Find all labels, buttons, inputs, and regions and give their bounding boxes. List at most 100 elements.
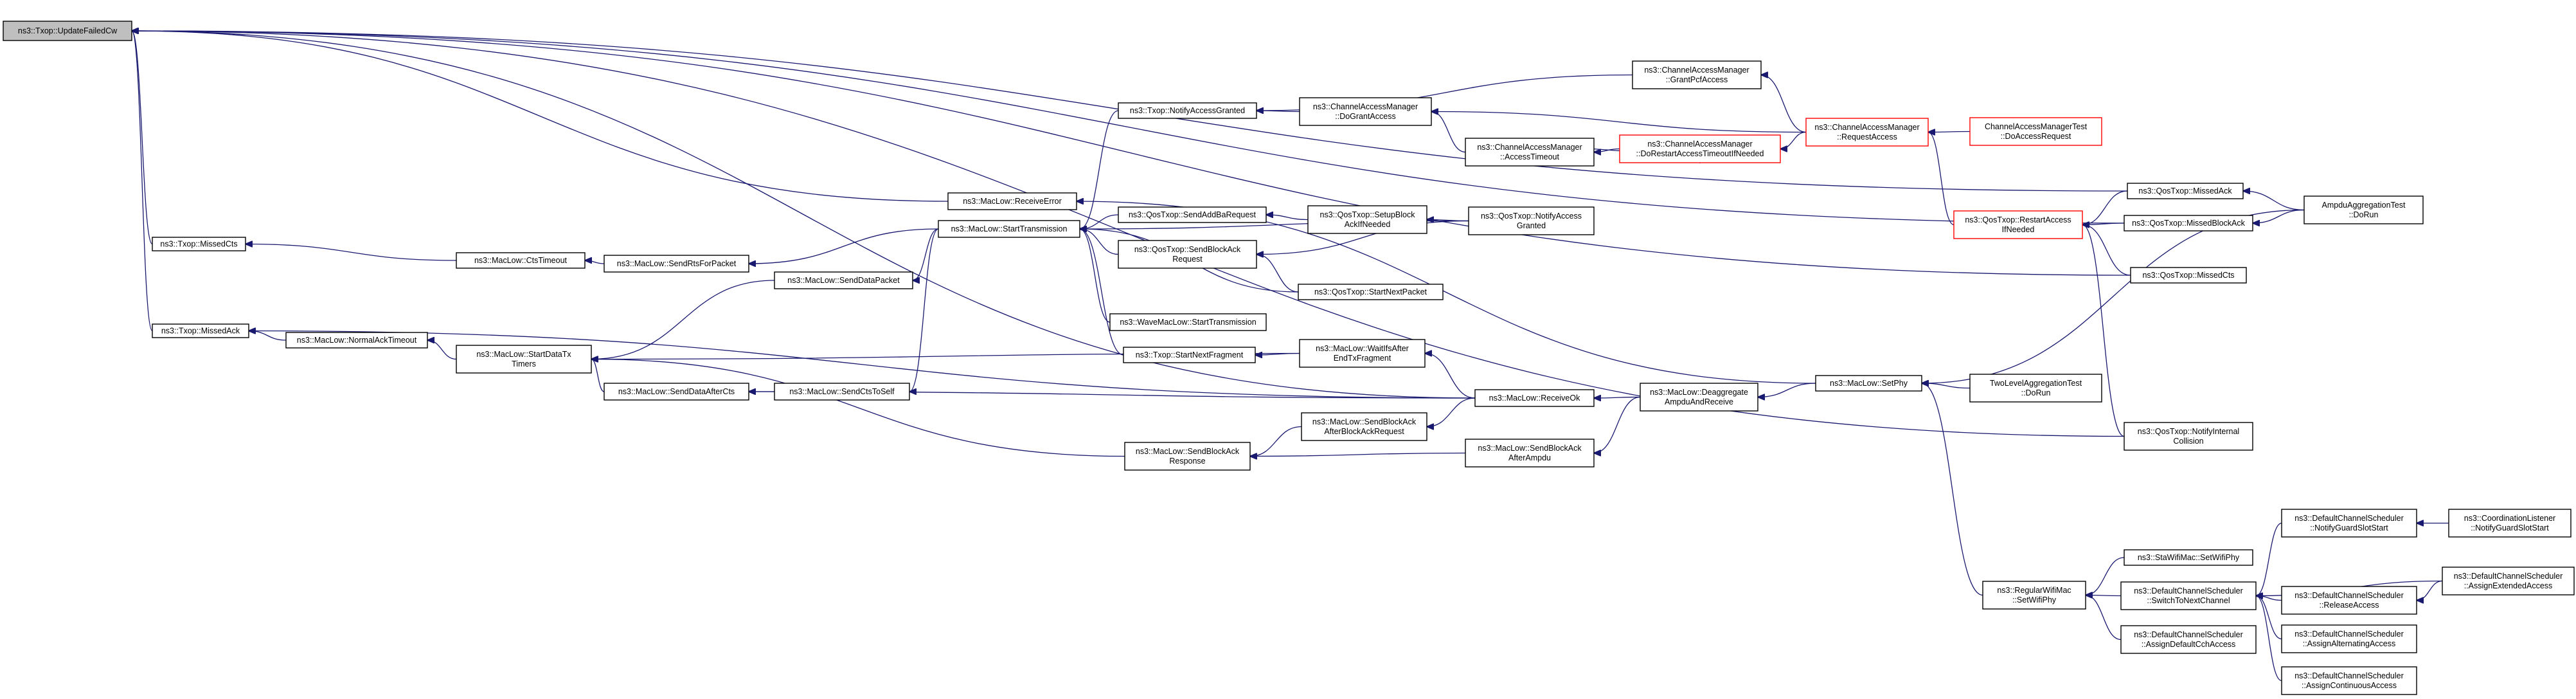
- node-label: Timers: [512, 359, 536, 368]
- node-label: ns3::QosTxop::RestartAccess: [1965, 215, 2071, 224]
- node-dcs-assign-alternating-access[interactable]: ns3::DefaultChannelScheduler::AssignAlte…: [2281, 624, 2417, 653]
- node-dcs-assign-continuous-access[interactable]: ns3::DefaultChannelScheduler::AssignCont…: [2281, 666, 2417, 695]
- node-box: [1619, 134, 1781, 163]
- node-qos-start-next-packet[interactable]: ns3::QosTxop::StartNextPacket: [1298, 284, 1444, 300]
- node-label: AmpduAggregationTest: [2322, 201, 2406, 210]
- node-sta-wifi-mac-set-wifi-phy[interactable]: ns3::StaWifiMac::SetWifiPhy: [2124, 549, 2253, 566]
- node-label: ns3::QosTxop::NotifyInternal: [2138, 427, 2239, 436]
- node-dcs-assign-extended-access[interactable]: ns3::DefaultChannelScheduler::AssignExte…: [2442, 567, 2575, 595]
- node-label: ::AssignAlternatingAccess: [2303, 639, 2396, 648]
- node-receive-ok[interactable]: ns3::MacLow::ReceiveOk: [1474, 389, 1595, 407]
- call-edge: [2417, 580, 2443, 601]
- call-edge: [132, 31, 153, 245]
- node-label: ns3::Txop::MissedCts: [160, 240, 237, 249]
- node-normal-ack-timeout[interactable]: ns3::MacLow::NormalAckTimeout: [285, 332, 428, 349]
- node-box: [1301, 412, 1427, 441]
- node-box: [1299, 97, 1432, 126]
- node-label: ns3::MacLow::SendDataAfterCts: [618, 387, 735, 396]
- node-box: [1118, 240, 1257, 269]
- node-send-block-ack-after-block-ack-request[interactable]: ns3::MacLow::SendBlockAckAfterBlockAckRe…: [1301, 412, 1427, 441]
- call-edge: [1255, 354, 1300, 356]
- node-label: AfterBlockAckRequest: [1324, 427, 1404, 436]
- node-ampdu-aggregation-test[interactable]: AmpduAggregationTest::DoRun: [2303, 195, 2424, 224]
- node-cam-grant-pcf-access[interactable]: ns3::ChannelAccessManager::GrantPcfAcces…: [1632, 60, 1762, 89]
- node-label: ::SwitchToNextChannel: [2147, 596, 2230, 605]
- node-cam-do-restart-access-timeout-if-needed[interactable]: ns3::ChannelAccessManager::DoRestartAcce…: [1619, 134, 1781, 163]
- node-cts-timeout[interactable]: ns3::MacLow::CtsTimeout: [456, 252, 586, 269]
- node-cam-test-do-access-request[interactable]: ChannelAccessManagerTest::DoAccessReques…: [1969, 117, 2102, 146]
- node-send-cts-to-self[interactable]: ns3::MacLow::SendCtsToSelf: [774, 383, 910, 401]
- node-dcs-notify-guard-slot-start[interactable]: ns3::DefaultChannelScheduler::NotifyGuar…: [2281, 509, 2417, 538]
- node-label: ns3::ChannelAccessManager: [1644, 66, 1749, 75]
- call-edge: [909, 228, 939, 392]
- node-label: ::NotifyGuardSlotStart: [2471, 523, 2549, 532]
- node-start-next-fragment[interactable]: ns3::Txop::StartNextFragment: [1123, 347, 1256, 363]
- node-receive-error[interactable]: ns3::MacLow::ReceiveError: [947, 192, 1077, 210]
- node-regular-wifi-mac-set-wifi-phy[interactable]: ns3::RegularWifiMac::SetWifiPhy: [1982, 581, 2086, 610]
- node-send-data-packet[interactable]: ns3::MacLow::SendDataPacket: [774, 271, 913, 289]
- node-cam-request-access[interactable]: ns3::ChannelAccessManager::RequestAccess: [1805, 118, 1929, 147]
- node-label: ns3::ChannelAccessManager: [1313, 102, 1418, 111]
- node-coordination-listener-notify-guard-slot-start[interactable]: ns3::CoordinationListener::NotifyGuardSl…: [2448, 509, 2572, 538]
- call-edge: [1266, 215, 1309, 221]
- node-label: ns3::MacLow::SendDataPacket: [787, 276, 900, 285]
- node-box: [1632, 60, 1762, 89]
- node-qos-missed-block-ack[interactable]: ns3::QosTxop::MissedBlockAck: [2124, 215, 2253, 231]
- node-dcs-switch-to-next-channel[interactable]: ns3::DefaultChannelScheduler::SwitchToNe…: [2120, 581, 2257, 610]
- node-dcs-assign-default-cch-access[interactable]: ns3::DefaultChannelScheduler::AssignDefa…: [2120, 625, 2257, 654]
- node-box: [2281, 666, 2417, 695]
- call-edge: [132, 31, 949, 202]
- node-label: ns3::CoordinationListener: [2464, 514, 2555, 523]
- node-send-rts-for-packet[interactable]: ns3::MacLow::SendRtsForPacket: [604, 255, 749, 273]
- call-edge: [585, 260, 605, 264]
- node-start-transmission[interactable]: ns3::MacLow::StartTransmission: [938, 220, 1080, 238]
- call-edge: [132, 31, 2131, 276]
- node-box: [1805, 118, 1929, 147]
- call-edge: [749, 228, 939, 264]
- node-box: [1640, 383, 1758, 412]
- node-box: [456, 345, 592, 374]
- node-box: [152, 323, 249, 338]
- node-missed-ack[interactable]: ns3::Txop::MissedAck: [152, 323, 249, 338]
- node-box: [1124, 442, 1251, 471]
- node-label: ::DoRun: [2021, 388, 2051, 397]
- node-label: Request: [1172, 255, 1203, 264]
- call-edge: [1594, 148, 1620, 152]
- node-send-add-ba-request[interactable]: ns3::QosTxop::SendAddBaRequest: [1118, 206, 1267, 223]
- node-cam-access-timeout[interactable]: ns3::ChannelAccessManager::AccessTimeout: [1465, 138, 1595, 167]
- node-box: [1468, 206, 1595, 235]
- node-missed-cts[interactable]: ns3::Txop::MissedCts: [152, 237, 246, 251]
- node-label: ns3::RegularWifiMac: [1997, 586, 2071, 595]
- node-qos-missed-ack[interactable]: ns3::QosTxop::MissedAck: [2127, 183, 2244, 199]
- node-box: [2120, 625, 2257, 654]
- node-dcs-release-access[interactable]: ns3::DefaultChannelScheduler::ReleaseAcc…: [2281, 586, 2417, 615]
- node-box: [774, 271, 913, 289]
- node-box: [774, 383, 910, 401]
- node-label: ns3::QosTxop::StartNextPacket: [1314, 287, 1427, 296]
- node-label: ns3::QosTxop::MissedCts: [2142, 271, 2234, 280]
- node-label: ns3::MacLow::ReceiveError: [963, 197, 1062, 206]
- node-label: ::DoRestartAccessTimeoutIfNeeded: [1636, 149, 1764, 158]
- node-qos-notify-access-granted[interactable]: ns3::QosTxop::NotifyAccessGranted: [1468, 206, 1595, 235]
- node-notify-access-granted[interactable]: ns3::Txop::NotifyAccessGranted: [1118, 102, 1257, 119]
- node-cam-do-grant-access[interactable]: ns3::ChannelAccessManager::DoGrantAccess: [1299, 97, 1432, 126]
- node-send-data-after-cts[interactable]: ns3::MacLow::SendDataAfterCts: [604, 383, 749, 401]
- node-two-level-aggregation-test[interactable]: TwoLevelAggregationTest::DoRun: [1969, 374, 2102, 403]
- node-label: ::DoAccessRequest: [2001, 132, 2071, 141]
- call-edge: [246, 244, 457, 261]
- node-wave-start-transmission[interactable]: ns3::WaveMacLow::StartTransmission: [1109, 313, 1267, 331]
- node-qos-missed-cts[interactable]: ns3::QosTxop::MissedCts: [2130, 267, 2247, 284]
- node-set-phy[interactable]: ns3::MacLow::SetPhy: [1815, 375, 1922, 392]
- node-label: ns3::MacLow::SendRtsForPacket: [617, 259, 737, 268]
- node-root[interactable]: ns3::Txop::UpdateFailedCw: [3, 21, 132, 41]
- node-box: [1953, 210, 2083, 239]
